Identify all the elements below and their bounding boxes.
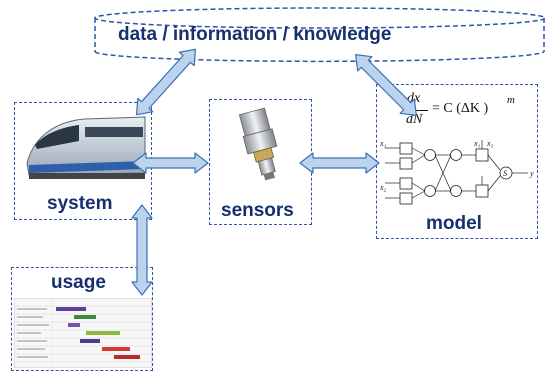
net-label-x1-right: x₁ [473,139,481,148]
system-label: system [47,193,113,214]
arrow-system-sensors [132,152,209,174]
formula-rhs: = C (ΔK ) [432,101,489,116]
arrow-sensors-model [299,152,380,174]
formula-denominator: dN [406,112,423,127]
arrow-system-knowledge [135,48,197,116]
net-label-x2-right: x₂ [486,139,494,148]
train-image [26,116,146,179]
sensors-box [209,99,312,225]
formula-exponent: m [507,94,515,106]
sensor-image [238,107,278,181]
net-input-box-4 [399,192,413,205]
model-label: model [426,213,482,234]
arrow-system-usage [131,204,153,296]
cylinder-bottom [94,51,545,63]
arrow-model-knowledge [354,53,418,117]
net-input-box-1 [399,142,413,155]
net-input-box-2 [399,157,413,170]
knowledge-label: data / information / knowledge [118,24,392,45]
sensors-label: sensors [221,200,294,221]
net-input-box-3 [399,177,413,190]
usage-label: usage [51,272,106,293]
net-label-y: y [529,169,534,178]
net-label-x1-top: x₁ [379,139,387,148]
net-label-sum: S [503,169,507,178]
gantt-chart-image [14,298,152,368]
net-label-x2-bottom: x₂ [379,183,387,192]
usage-box [11,267,153,371]
system-box [14,102,152,220]
